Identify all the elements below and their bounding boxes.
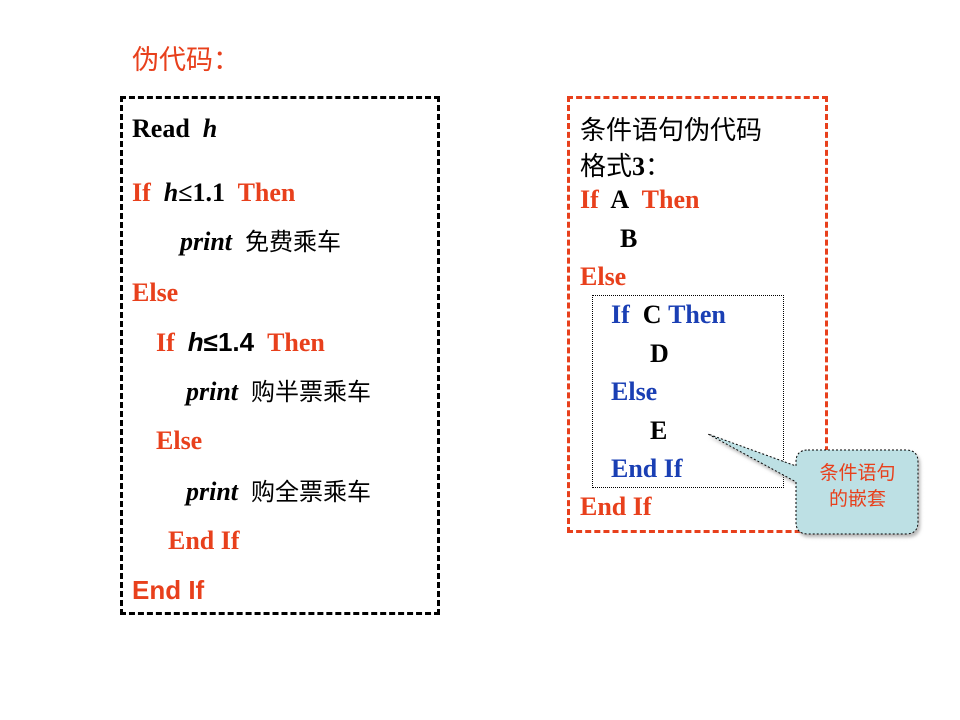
if-keyword: If: [580, 185, 599, 214]
r-line-e: E: [650, 418, 667, 444]
r-line-if: If A Then: [580, 187, 699, 213]
callout-text: 条件语句的嵌套: [819, 462, 896, 510]
else-keyword: Else: [132, 278, 179, 307]
read-variable: h: [202, 114, 218, 143]
if-variable: h: [163, 178, 179, 207]
format-title-line2: 格式3：: [580, 146, 671, 183]
statement-b: B: [620, 224, 638, 253]
r-line-b: B: [620, 226, 637, 252]
line-if-1: If h≤1.1 Then: [132, 180, 295, 206]
then-keyword: Then: [237, 178, 296, 207]
print-text: 购半票乘车: [251, 378, 372, 406]
else-keyword: Else: [156, 426, 203, 455]
nested-then-keyword: Then: [668, 300, 726, 329]
else-keyword: Else: [580, 262, 627, 291]
r-line-d: D: [650, 341, 669, 367]
nested-else-keyword: Else: [611, 377, 658, 406]
statement-e: E: [650, 416, 668, 445]
endif-keyword: End If: [168, 526, 240, 555]
line-print-3: print 购全票乘车: [186, 479, 371, 505]
if-variable: h: [187, 327, 204, 357]
print-text: 购全票乘车: [251, 478, 372, 506]
format-title-suffix: ：: [645, 152, 672, 182]
nested-endif-keyword: End If: [611, 454, 683, 483]
line-else-1: Else: [132, 280, 178, 306]
page-heading: 伪代码：: [132, 45, 240, 76]
condition-a: A: [610, 185, 630, 214]
print-keyword: print: [180, 227, 233, 256]
if-condition: ≤1.1: [178, 178, 226, 207]
r-line-nested-endif: End If: [611, 456, 683, 482]
format-number: 3: [632, 152, 646, 181]
line-if-2: If h≤1.4 Then: [156, 329, 325, 356]
then-keyword: Then: [267, 328, 325, 357]
endif-keyword: End If: [132, 575, 205, 605]
line-else-2: Else: [156, 428, 202, 454]
r-line-nested-else: Else: [611, 379, 657, 405]
r-line-endif: End If: [580, 494, 652, 520]
endif-keyword: End If: [580, 492, 652, 521]
if-keyword: If: [132, 178, 151, 207]
nested-block-box: [592, 295, 784, 488]
line-endif-outer: End If: [132, 577, 204, 603]
nested-if-keyword: If: [611, 300, 630, 329]
line-print-2: print 购半票乘车: [186, 379, 371, 405]
condition-c: C: [642, 300, 662, 329]
r-line-else: Else: [580, 264, 626, 290]
read-keyword: Read: [132, 114, 190, 143]
line-read: Read h: [132, 116, 217, 142]
format-title-line1: 条件语句伪代码: [580, 116, 763, 146]
line-print-1: print 免费乘车: [180, 229, 341, 255]
format-title-prefix: 格式: [580, 152, 633, 182]
line-endif-inner: End If: [168, 528, 240, 554]
print-keyword: print: [186, 477, 239, 506]
then-keyword: Then: [641, 185, 700, 214]
right-format-box: [567, 96, 828, 533]
if-keyword: If: [156, 328, 175, 357]
left-pseudocode-box: [120, 96, 440, 615]
callout-shape: [707, 433, 919, 535]
print-keyword: print: [186, 377, 239, 406]
print-text: 免费乘车: [245, 228, 342, 256]
r-line-nested-if: If C Then: [611, 302, 726, 328]
if-condition: ≤1.4: [203, 327, 255, 357]
statement-d: D: [650, 339, 669, 368]
